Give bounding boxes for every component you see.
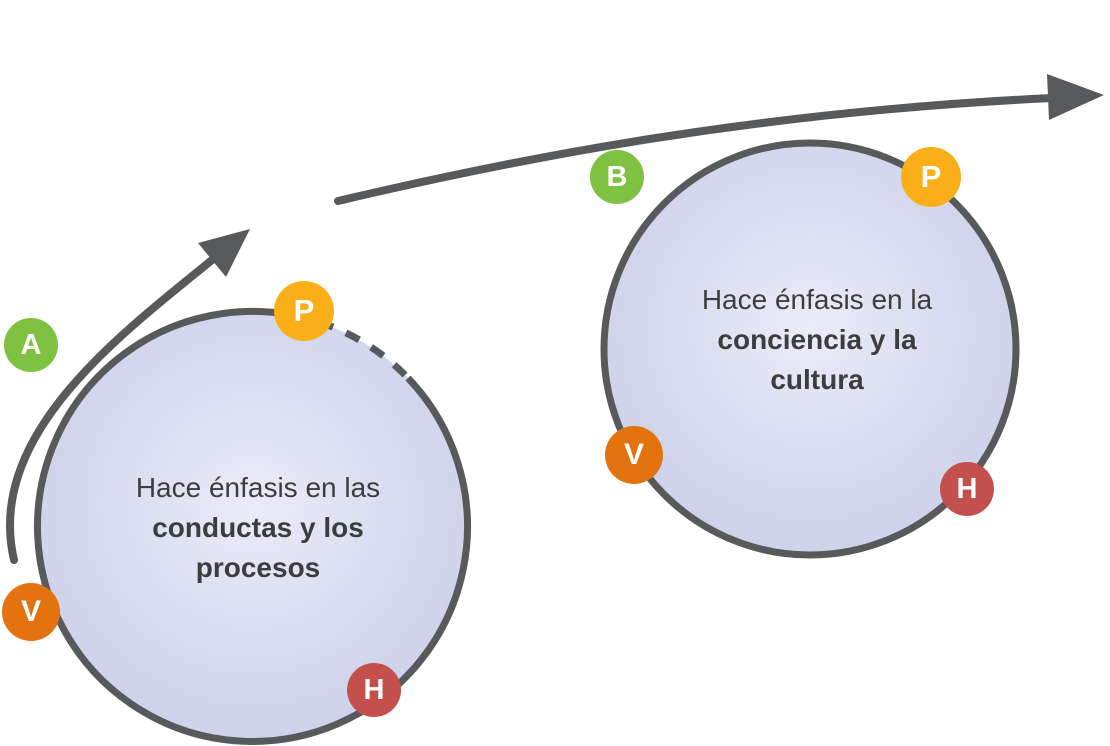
right-cycle-circle bbox=[600, 139, 1020, 559]
badge-v-right-letter: V bbox=[623, 438, 644, 471]
flow-arrow-curve bbox=[334, 94, 1056, 205]
left-cycle-arrow-curve bbox=[6, 256, 216, 564]
badge-do-left: H bbox=[347, 663, 401, 717]
left-cycle-circle bbox=[38, 312, 468, 742]
badge-a-letter: A bbox=[20, 328, 42, 361]
badge-h-right-letter: H bbox=[956, 472, 978, 505]
left-cycle-arrowhead-icon bbox=[198, 229, 250, 277]
badge-verify-right: V bbox=[605, 426, 663, 484]
badge-b-letter: B bbox=[606, 160, 628, 193]
badge-p-right-letter: P bbox=[920, 159, 942, 194]
badge-plan-right: P bbox=[901, 147, 961, 207]
right-cycle-caption: Hace énfasis en la conciencia y la cultu… bbox=[682, 280, 952, 399]
badge-cycle-b-label: B bbox=[590, 150, 644, 204]
left-caption-normal: Hace énfasis en las bbox=[135, 472, 381, 503]
badge-p-left-letter: P bbox=[293, 293, 315, 328]
badge-plan-left: P bbox=[274, 281, 334, 341]
badge-v-left-letter: V bbox=[20, 595, 41, 628]
badge-verify-left: V bbox=[2, 583, 60, 641]
right-caption-bold: conciencia y la cultura bbox=[717, 323, 917, 395]
left-caption-bold: conductas y los procesos bbox=[152, 511, 364, 583]
left-cycle-ring bbox=[33, 308, 471, 745]
badge-cycle-a-label: A bbox=[4, 318, 58, 372]
left-cycle-caption: Hace énfasis en las conductas y los proc… bbox=[98, 468, 418, 587]
badge-h-left-letter: H bbox=[363, 673, 385, 706]
right-caption-normal: Hace énfasis en la bbox=[701, 284, 933, 315]
flow-arrowhead-icon bbox=[1047, 74, 1104, 120]
badge-do-right: H bbox=[940, 462, 994, 516]
